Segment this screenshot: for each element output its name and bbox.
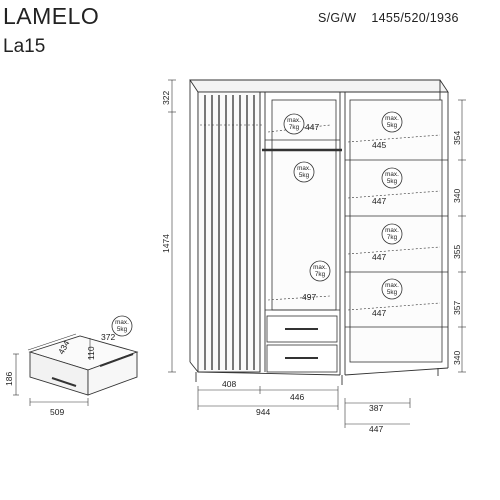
drawer-height-small-label: 110	[86, 346, 96, 360]
middle-width-label: 446	[290, 392, 304, 402]
load-kg-text: 7kg	[387, 234, 398, 241]
load-kg-text: 5kg	[387, 122, 398, 129]
model-code: La15	[3, 36, 46, 57]
load-max-text: max.	[297, 165, 311, 172]
load-badge-right-3	[381, 223, 403, 245]
load-kg-text: 7kg	[315, 271, 326, 278]
drawer-inner-label: 372	[101, 332, 115, 342]
right-shelf-width-label-3: 447	[372, 252, 386, 262]
right-depth-label: 447	[369, 424, 383, 434]
shelf2-height-label: 340	[452, 189, 462, 203]
drawer-detail-handle	[51, 377, 77, 387]
shelf3-height-label: 355	[452, 245, 462, 259]
right-shelf-width-label-2: 447	[372, 196, 386, 206]
load-kg-text: 5kg	[117, 326, 128, 333]
dimensions-label: S/G/W	[318, 11, 357, 25]
lamella-panel	[204, 95, 255, 370]
dimensions-value: 1455/520/1936	[371, 11, 459, 25]
product-title: LAMELO	[3, 3, 100, 29]
load-kg-text: 7kg	[289, 124, 300, 131]
overall-dimensions: S/G/W 1455/520/1936	[318, 12, 459, 25]
top-section-height-label: 322	[161, 91, 171, 105]
drawer-lower	[266, 344, 338, 373]
base-height-label: 340	[452, 351, 462, 365]
right-width-label: 387	[369, 403, 383, 413]
top-panel	[189, 79, 449, 93]
load-badge-middle	[309, 260, 331, 282]
load-badge-right-1	[381, 111, 403, 133]
shelf1-height-label: 354	[452, 131, 462, 145]
load-badge-right-4	[381, 278, 403, 300]
drawer-height-label: 186	[4, 372, 14, 386]
left-door-panel	[197, 91, 261, 373]
load-badge-right-2	[381, 167, 403, 189]
body-height-label: 1474	[161, 234, 171, 253]
left-width-label: 408	[222, 379, 236, 389]
load-max-text: max.	[115, 319, 129, 326]
right-shelf-width-label-4: 447	[372, 308, 386, 318]
load-kg-text: 5kg	[387, 178, 398, 185]
load-badge-drawer	[111, 315, 133, 337]
load-kg-text: 5kg	[299, 172, 310, 179]
drawer-detail	[28, 335, 139, 396]
middle-compartment	[262, 99, 342, 373]
shelf4-height-label: 357	[452, 301, 462, 315]
load-max-text: max.	[385, 282, 399, 289]
load-max-text: max.	[313, 264, 327, 271]
load-max-text: max.	[385, 227, 399, 234]
hanger-width-label: 447	[305, 122, 319, 132]
load-badge-middle-top	[293, 161, 315, 183]
load-max-text: max.	[385, 115, 399, 122]
middle-shelf-width-label: 497	[302, 292, 316, 302]
right-shelf-width-label: 445	[372, 140, 386, 150]
load-kg-text: 5kg	[387, 289, 398, 296]
inner-total-width-label: 944	[256, 407, 270, 417]
load-max-text: max.	[385, 171, 399, 178]
load-badge-hanger	[283, 113, 305, 135]
drawer-upper	[266, 315, 338, 343]
load-max-text: max.	[287, 117, 301, 124]
drawer-width-label: 509	[50, 407, 64, 417]
